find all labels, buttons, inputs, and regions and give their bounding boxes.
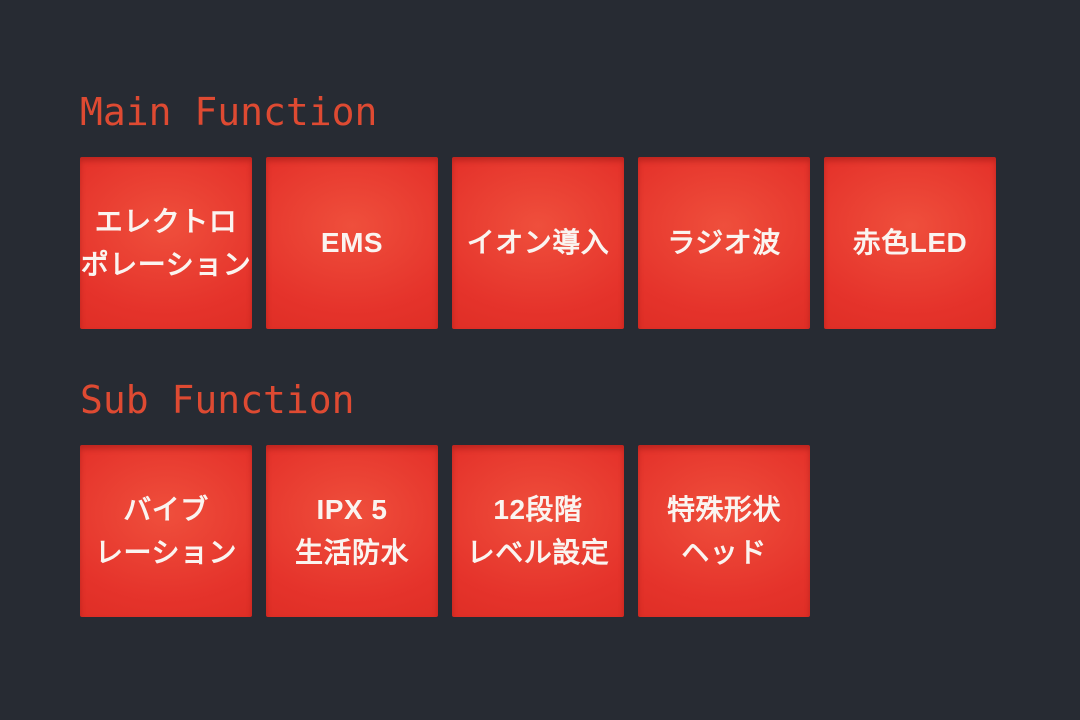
tile-special-shape-head: 特殊形状 ヘッド [638, 445, 810, 617]
tile-red-led: 赤色LED [824, 157, 996, 329]
tile-radio-wave-label: ラジオ波 [667, 227, 781, 259]
tile-ems-label: EMS [320, 227, 384, 259]
tile-red-led-label: 赤色LED [852, 227, 968, 259]
sub-function-heading: Sub Function [80, 378, 355, 422]
tile-electroporation: エレクトロ ポレーション [80, 157, 252, 329]
main-function-row: エレクトロ ポレーション EMS イオン導入 ラジオ波 赤色LED [80, 157, 996, 329]
sub-function-row: バイブ レーション IPX 5 生活防水 12段階 レベル設定 特殊形状 ヘッド [80, 445, 810, 617]
tile-vibration-label: バイブ レーション [95, 493, 237, 568]
tile-radio-wave: ラジオ波 [638, 157, 810, 329]
tile-ion-introduction: イオン導入 [452, 157, 624, 329]
tile-ipx5-waterproof-label: IPX 5 生活防水 [294, 493, 409, 568]
tile-12-level-setting: 12段階 レベル設定 [452, 445, 624, 617]
tile-ems: EMS [266, 157, 438, 329]
tile-vibration: バイブ レーション [80, 445, 252, 617]
tile-12-level-setting-label: 12段階 レベル設定 [466, 493, 610, 568]
tile-ion-introduction-label: イオン導入 [466, 227, 610, 259]
main-function-heading: Main Function [80, 90, 378, 134]
tile-special-shape-head-label: 特殊形状 ヘッド [666, 493, 781, 568]
tile-electroporation-label: エレクトロ ポレーション [80, 205, 252, 280]
tile-ipx5-waterproof: IPX 5 生活防水 [266, 445, 438, 617]
